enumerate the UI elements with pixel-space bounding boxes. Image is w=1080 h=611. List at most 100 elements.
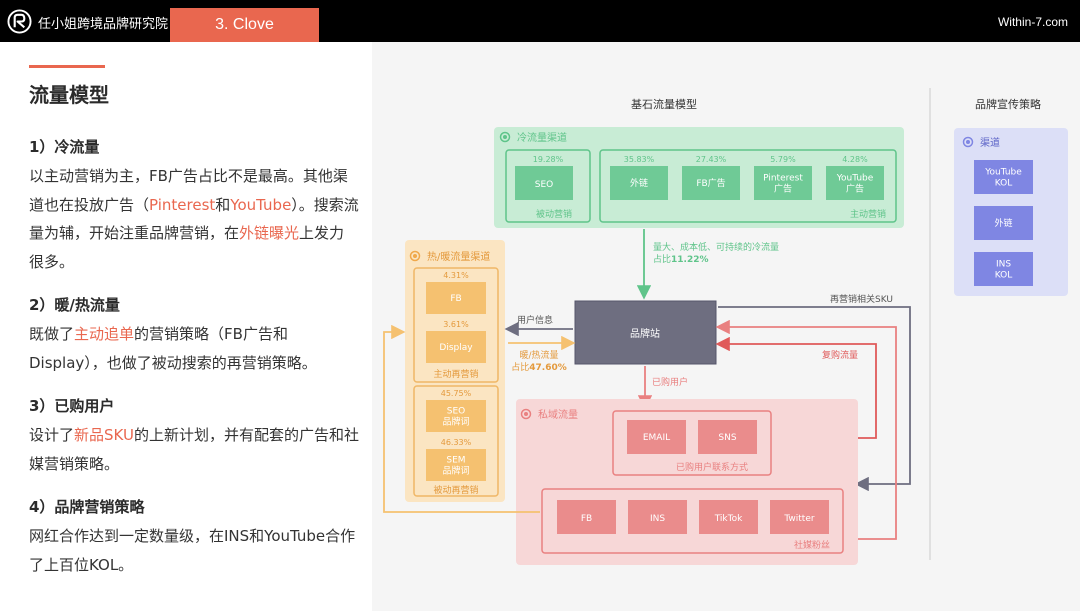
user-info-label: 用户信息 — [517, 314, 553, 326]
section-body: 以主动营销为主，FB广告占比不是最高。其他渠道也在投放广告（Pinterest和… — [29, 162, 359, 276]
body-text: 的上新计划，并有配套的广告和社媒营销策略。 — [29, 426, 359, 473]
warm-channel-node[interactable] — [426, 400, 486, 432]
brand-name: 任小姐跨境品牌研究院 — [38, 17, 169, 32]
highlight-text: 外链曝光 — [239, 224, 300, 242]
channel-label: 广告 — [846, 183, 864, 195]
page-title: 流量模型 — [29, 83, 109, 107]
section-body: 既做了主动追单的营销策略（FB广告和Display），也做了被动搜索的再营销策略… — [29, 320, 359, 377]
warm-channel-label: SEO — [447, 407, 465, 417]
contact-label: SNS — [718, 433, 736, 443]
social-label: FB — [581, 514, 592, 524]
warm-share: 占比47.60% — [511, 361, 567, 373]
highlight-text: 新品SKU — [74, 426, 134, 444]
body-text: 网红合作达到一定数量级，在INS和YouTube合作了上百位KOL。 — [29, 527, 356, 574]
warm-traffic-zone: 热/暖流量渠道 4.31%FB3.61%Display 主动再营销 45.75%… — [405, 240, 505, 502]
channel-share: 5.79% — [770, 155, 796, 164]
section-heading: 1）冷流量 — [29, 138, 100, 156]
body-text: 以主动营销为主，FB广告占比不是最高。其他渠道也在投放广告（ — [29, 167, 348, 214]
brand-channel-node[interactable] — [974, 206, 1033, 240]
warm-channel-label: 品牌词 — [442, 416, 469, 428]
brand-channel-node[interactable] — [974, 160, 1033, 194]
cold-traffic-zone: 冷流量渠道 19.28% SEO 被动营销 35.83% 外链 27.43% FB广告… — [494, 127, 904, 228]
social-label: Twitter — [783, 514, 814, 524]
warm-share: 45.75% — [441, 389, 472, 398]
social-caption: 社媒粉丝 — [794, 539, 830, 551]
remarketing-sku-arrow — [718, 306, 911, 492]
private-zone-label: 私域流量 — [538, 408, 578, 421]
body-text: 设计了 — [29, 426, 75, 444]
channel-node[interactable] — [682, 166, 740, 200]
tab-current[interactable]: 3. Clove — [170, 8, 319, 42]
remarketing-sku-label: 再营销相关SKU — [830, 293, 893, 305]
social-label: TikTok — [714, 514, 743, 524]
warm-share: 3.61% — [443, 320, 469, 329]
social-node[interactable] — [628, 500, 687, 534]
channel-node[interactable] — [754, 166, 812, 200]
contact-node[interactable] — [698, 420, 757, 454]
channel-label: Pinterest — [763, 174, 803, 184]
channel-share: 27.43% — [696, 155, 727, 164]
warm-zone-label: 热/暖流量渠道 — [427, 250, 490, 263]
social-label: INS — [650, 514, 665, 524]
channel-label: FB广告 — [696, 177, 725, 189]
cold-zone-label: 冷流量渠道 — [517, 131, 567, 144]
brand-channel-node[interactable] — [974, 252, 1033, 286]
warm-channel-label: FB — [450, 294, 461, 304]
diagram-title: 基石流量模型 — [631, 97, 697, 111]
seo-share: 19.28% — [533, 155, 564, 164]
section-heading: 2）暖/热流量 — [29, 296, 120, 314]
radio-dot-icon — [520, 408, 532, 420]
repurchase-label: 复购流量 — [822, 349, 858, 361]
title-accent-bar — [29, 65, 105, 68]
social-return-arrow — [715, 319, 897, 540]
warm-active-caption: 主动再营销 — [433, 368, 478, 380]
brand-channel-label: 渠道 — [980, 136, 1000, 149]
channel-label: 广告 — [774, 183, 792, 195]
top-bar: 任小姐跨境品牌研究院 3. Clove Within-7.com — [0, 0, 1080, 42]
body-text: 的营销策略（FB广告和Display），也做了被动搜索的再营销策略。 — [29, 325, 317, 372]
social-node[interactable] — [699, 500, 758, 534]
warm-channel-node[interactable] — [426, 331, 486, 363]
warm-channel-node[interactable] — [426, 449, 486, 481]
brand-channel-item-label: INS — [996, 260, 1011, 270]
seo-label: SEO — [535, 180, 553, 190]
channel-node[interactable] — [826, 166, 884, 200]
contacts-caption: 已购用户联系方式 — [676, 461, 748, 473]
body-text: 和 — [215, 195, 231, 214]
brand-site-label: 品牌站 — [630, 327, 660, 340]
passive-caption: 被动营销 — [536, 208, 572, 220]
radio-dot-icon — [962, 136, 974, 148]
brand-strategy-title: 品牌宣传策略 — [975, 97, 1041, 111]
social-node[interactable] — [557, 500, 616, 534]
channel-share: 35.83% — [624, 155, 655, 164]
section-purchased-users: 3）已购用户 设计了新品SKU的上新计划，并有配套的广告和社媒营销策略。 — [29, 395, 359, 478]
section-cold-traffic: 1）冷流量 以主动营销为主，FB广告占比不是最高。其他渠道也在投放广告（Pint… — [29, 136, 359, 276]
brand-channel-item-label: KOL — [995, 179, 1013, 189]
radio-dot-icon — [409, 250, 421, 262]
channel-label: 外链 — [630, 177, 648, 189]
body-text: 上发力很多。 — [29, 224, 345, 271]
logo-icon — [7, 9, 32, 34]
highlight-text: 主动追单 — [74, 325, 135, 343]
purchased-label: 已购用户 — [652, 376, 688, 388]
warm-share: 46.33% — [441, 438, 472, 447]
brand-site-node[interactable] — [574, 300, 717, 365]
left-panel — [0, 42, 372, 611]
contact-node[interactable] — [627, 420, 686, 454]
channel-node[interactable] — [610, 166, 668, 200]
section-body: 网红合作达到一定数量级，在INS和YouTube合作了上百位KOL。 — [29, 522, 359, 579]
highlight-text: YouTube — [230, 195, 292, 214]
social-node[interactable] — [770, 500, 829, 534]
section-heading: 4）品牌营销策略 — [29, 498, 145, 516]
body-text: 既做了 — [29, 325, 75, 343]
seo-node[interactable] — [515, 166, 573, 200]
warm-channel-label: SEM — [446, 456, 465, 466]
warm-channel-node[interactable] — [426, 282, 486, 314]
site-link[interactable]: Within-7.com — [997, 15, 1068, 29]
cold-share: 占比11.22% — [653, 253, 709, 265]
highlight-text: Pinterest — [149, 195, 216, 214]
body-text: ）。搜索流量为辅，开始注重品牌营销，在 — [29, 195, 359, 243]
cold-arrow-text: 量大、成本低、可持续的冷流量 — [653, 241, 779, 253]
